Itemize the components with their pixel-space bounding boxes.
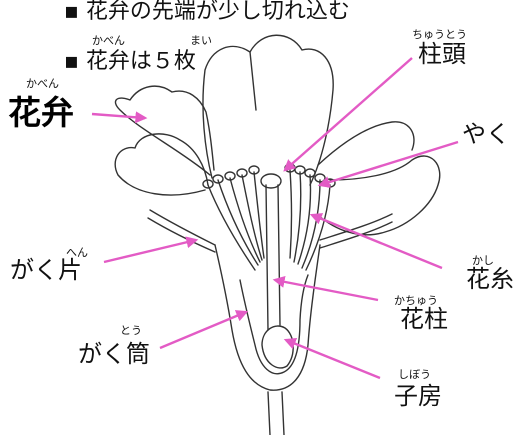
- label-ovary-ruby: しぼう: [398, 368, 431, 381]
- leader-arrows: [91, 57, 459, 380]
- label-sepal-ruby: へん: [66, 246, 88, 259]
- label-calyx-tube: がく筒: [78, 340, 150, 368]
- label-filament-ruby: かし: [472, 254, 494, 267]
- note-five-petals: ▪ 花弁は５枚: [64, 49, 196, 74]
- label-calyx-tube-ruby: とう: [120, 324, 142, 337]
- note-ruby-mai: まい: [190, 34, 212, 47]
- flower-illustration: [114, 34, 441, 435]
- label-anther: やく: [462, 120, 510, 148]
- label-stigma-ruby: ちゅうとう: [412, 28, 467, 41]
- arrow-petal: [91, 111, 148, 124]
- label-stigma: 柱頭: [418, 40, 466, 68]
- label-ovary: 子房: [394, 382, 442, 410]
- arrow-anther: [317, 140, 459, 188]
- label-sepal: がく片: [10, 256, 82, 284]
- note-notch: ▪ 花弁の先端が少し切れ込む: [64, 0, 350, 24]
- label-style-ruby: かちゅう: [394, 294, 438, 307]
- arrow-calyx-tube: [159, 310, 249, 350]
- arrow-stigma: [283, 57, 413, 172]
- label-filament: 花糸: [466, 265, 514, 293]
- arrow-filament: [309, 213, 443, 270]
- arrow-sepal: [103, 236, 199, 264]
- arrow-ovary: [283, 338, 381, 380]
- label-petal: 花弁: [8, 93, 74, 132]
- arrow-style: [272, 275, 379, 302]
- label-style: 花柱: [400, 305, 448, 333]
- label-petal-ruby: かべん: [26, 77, 59, 90]
- note-ruby-kaben: かべん: [92, 34, 125, 47]
